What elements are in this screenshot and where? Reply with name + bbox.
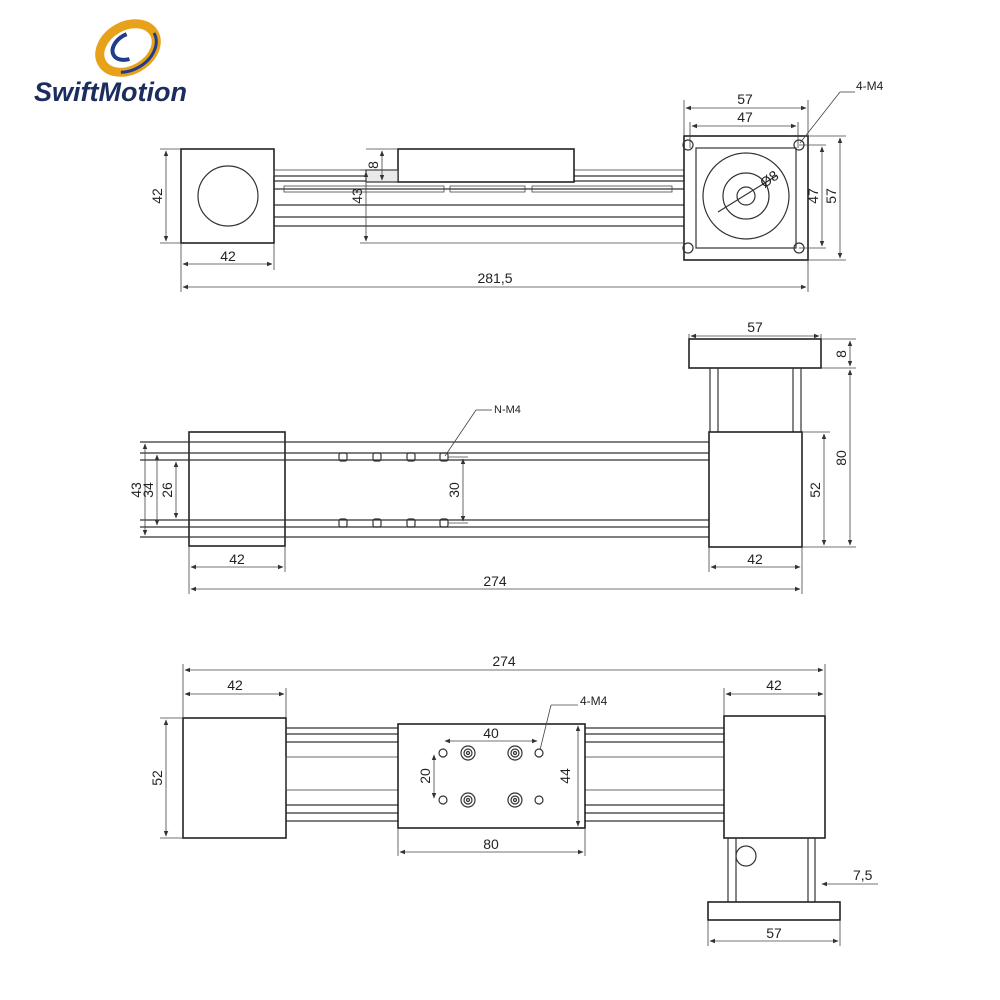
note-n-m4: N-M4 (494, 404, 521, 416)
dim-42-left: 42 (227, 677, 243, 693)
mount-hole (438, 795, 448, 805)
motor-boss (702, 152, 790, 240)
dim-overall: 274 (492, 653, 516, 669)
bolt-head (507, 792, 523, 808)
dim-52: 52 (149, 770, 165, 786)
bolt-head (460, 792, 476, 808)
dim-57: 57 (747, 319, 763, 335)
brand-name: SwiftMotion (34, 77, 187, 107)
bolt-head (507, 745, 523, 761)
belt-left (285, 756, 399, 791)
mount-hole (534, 748, 544, 758)
dim-57: 57 (766, 925, 782, 941)
dim-40: 40 (483, 725, 499, 741)
side-view: 57 8 N-M4 43 34 26 30 52 80 42 42 (128, 319, 856, 594)
dim-overall: 274 (483, 573, 507, 589)
mount-hole (438, 748, 448, 758)
dim-80: 80 (483, 836, 499, 852)
note-4-m4: 4-M4 (856, 79, 884, 93)
bearing-circle (197, 165, 259, 227)
dim-7-5: 7,5 (853, 867, 873, 883)
end-block-left (180, 148, 275, 244)
dim-43: 43 (349, 188, 365, 204)
dim-42-right: 42 (766, 677, 782, 693)
dim-42-v: 42 (149, 188, 165, 204)
dim-26: 26 (159, 482, 175, 498)
dim-80: 80 (833, 450, 849, 466)
dim-57-v: 57 (823, 188, 839, 204)
dim-8: 8 (833, 350, 849, 358)
mount-hole (682, 242, 694, 254)
dim-44: 44 (557, 768, 573, 784)
dim-20: 20 (417, 768, 433, 784)
ring-logo-icon (95, 19, 161, 77)
bottom-view: 274 42 42 4-M4 40 20 44 52 80 7,5 57 (149, 653, 878, 946)
mount-hole (534, 795, 544, 805)
belt-right (584, 756, 725, 791)
dim-47-v: 47 (805, 188, 821, 204)
top-view: 57 47 4-M4 8 43 42 42 Ø8 47 57 (149, 79, 884, 292)
shaft-bore (736, 186, 756, 206)
dim-47: 47 (737, 109, 753, 125)
end-block-left (188, 431, 286, 547)
dim-overall: 281,5 (477, 270, 512, 286)
carriage-top (397, 148, 575, 183)
bolt-head (460, 745, 476, 761)
dim-34: 34 (140, 482, 156, 498)
brand-logo: SwiftMotion (34, 19, 187, 107)
dim-43: 43 (128, 482, 144, 498)
access-hole (735, 845, 757, 867)
motor-flange (707, 901, 841, 921)
motor-flange (688, 338, 822, 369)
motor-body (708, 431, 803, 548)
mount-hole (682, 139, 694, 151)
dim-52: 52 (807, 482, 823, 498)
end-block-right (723, 715, 826, 839)
dim-8: 8 (365, 161, 381, 169)
dim-42-h: 42 (220, 248, 236, 264)
note-4-m4: 4-M4 (580, 694, 608, 708)
dim-42-right: 42 (747, 551, 763, 567)
dim-30: 30 (446, 482, 462, 498)
dim-57: 57 (737, 91, 753, 107)
dim-42-left: 42 (229, 551, 245, 567)
end-block-left (182, 717, 287, 839)
